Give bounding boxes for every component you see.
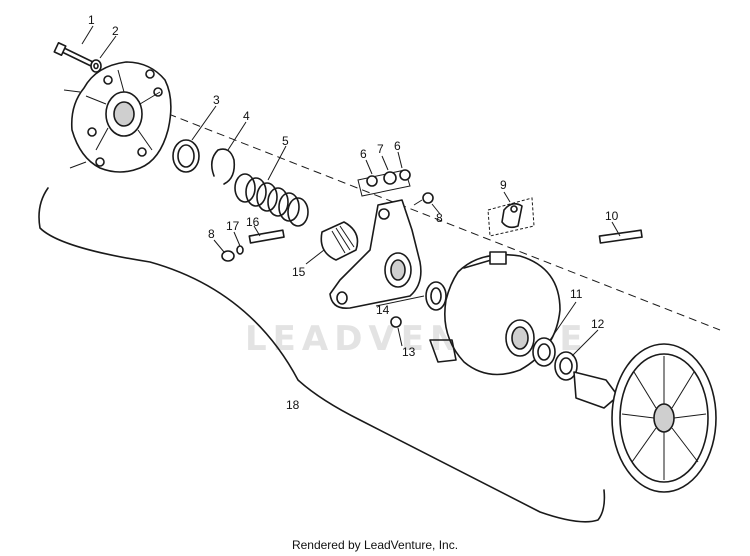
callout-1: 1 — [88, 13, 95, 27]
part-spider-arm — [329, 199, 422, 310]
part-spring-5 — [234, 173, 309, 227]
leader-lines — [81, 25, 621, 357]
callout-labels: 1 2 3 4 5 6 7 6 8 8 17 16 15 9 10 14 13 … — [88, 13, 619, 412]
callout-6a: 6 — [360, 147, 367, 161]
callout-2: 2 — [112, 24, 119, 38]
part-bushing-3 — [172, 139, 200, 173]
callout-8a: 8 — [436, 211, 443, 225]
callout-14: 14 — [376, 303, 390, 317]
part-fixed-sheave — [573, 343, 717, 493]
callout-11: 11 — [570, 287, 583, 301]
part-snap-ring-4 — [210, 148, 236, 185]
callout-18: 18 — [286, 398, 300, 412]
callout-12: 12 — [591, 317, 605, 331]
part-bolt-1 — [53, 41, 94, 68]
callout-15: 15 — [292, 265, 306, 279]
part-nut-8-upper — [413, 192, 434, 206]
callout-7: 7 — [377, 142, 384, 156]
callout-8b: 8 — [208, 227, 215, 241]
callout-5: 5 — [282, 134, 289, 148]
assembly-bracket-18 — [38, 187, 606, 523]
part-washer-2 — [90, 59, 102, 73]
part-pin-16 — [248, 229, 285, 244]
part-weight-9 — [487, 197, 535, 237]
part-ring-11 — [532, 337, 556, 367]
part-rollers-6-7 — [357, 169, 411, 197]
callout-4: 4 — [243, 109, 250, 123]
callout-13: 13 — [402, 345, 416, 359]
part-pin-10 — [598, 229, 643, 244]
callout-10: 10 — [605, 209, 619, 223]
part-washer-14 — [425, 281, 447, 311]
footer-credit: Rendered by LeadVenture, Inc. — [291, 538, 459, 552]
part-movable-sheave — [429, 251, 561, 376]
part-cover-plate — [63, 61, 172, 173]
part-ring-12 — [554, 351, 578, 381]
callout-3: 3 — [213, 93, 220, 107]
callout-16: 16 — [246, 215, 260, 229]
part-nut-13 — [390, 316, 402, 328]
centerline — [119, 94, 721, 331]
callout-17: 17 — [226, 219, 240, 233]
callout-6b: 6 — [394, 139, 401, 153]
part-nut-8-lower — [221, 250, 235, 262]
callout-9: 9 — [500, 178, 507, 192]
part-washer-17 — [236, 245, 244, 255]
part-roller-15 — [320, 221, 359, 261]
